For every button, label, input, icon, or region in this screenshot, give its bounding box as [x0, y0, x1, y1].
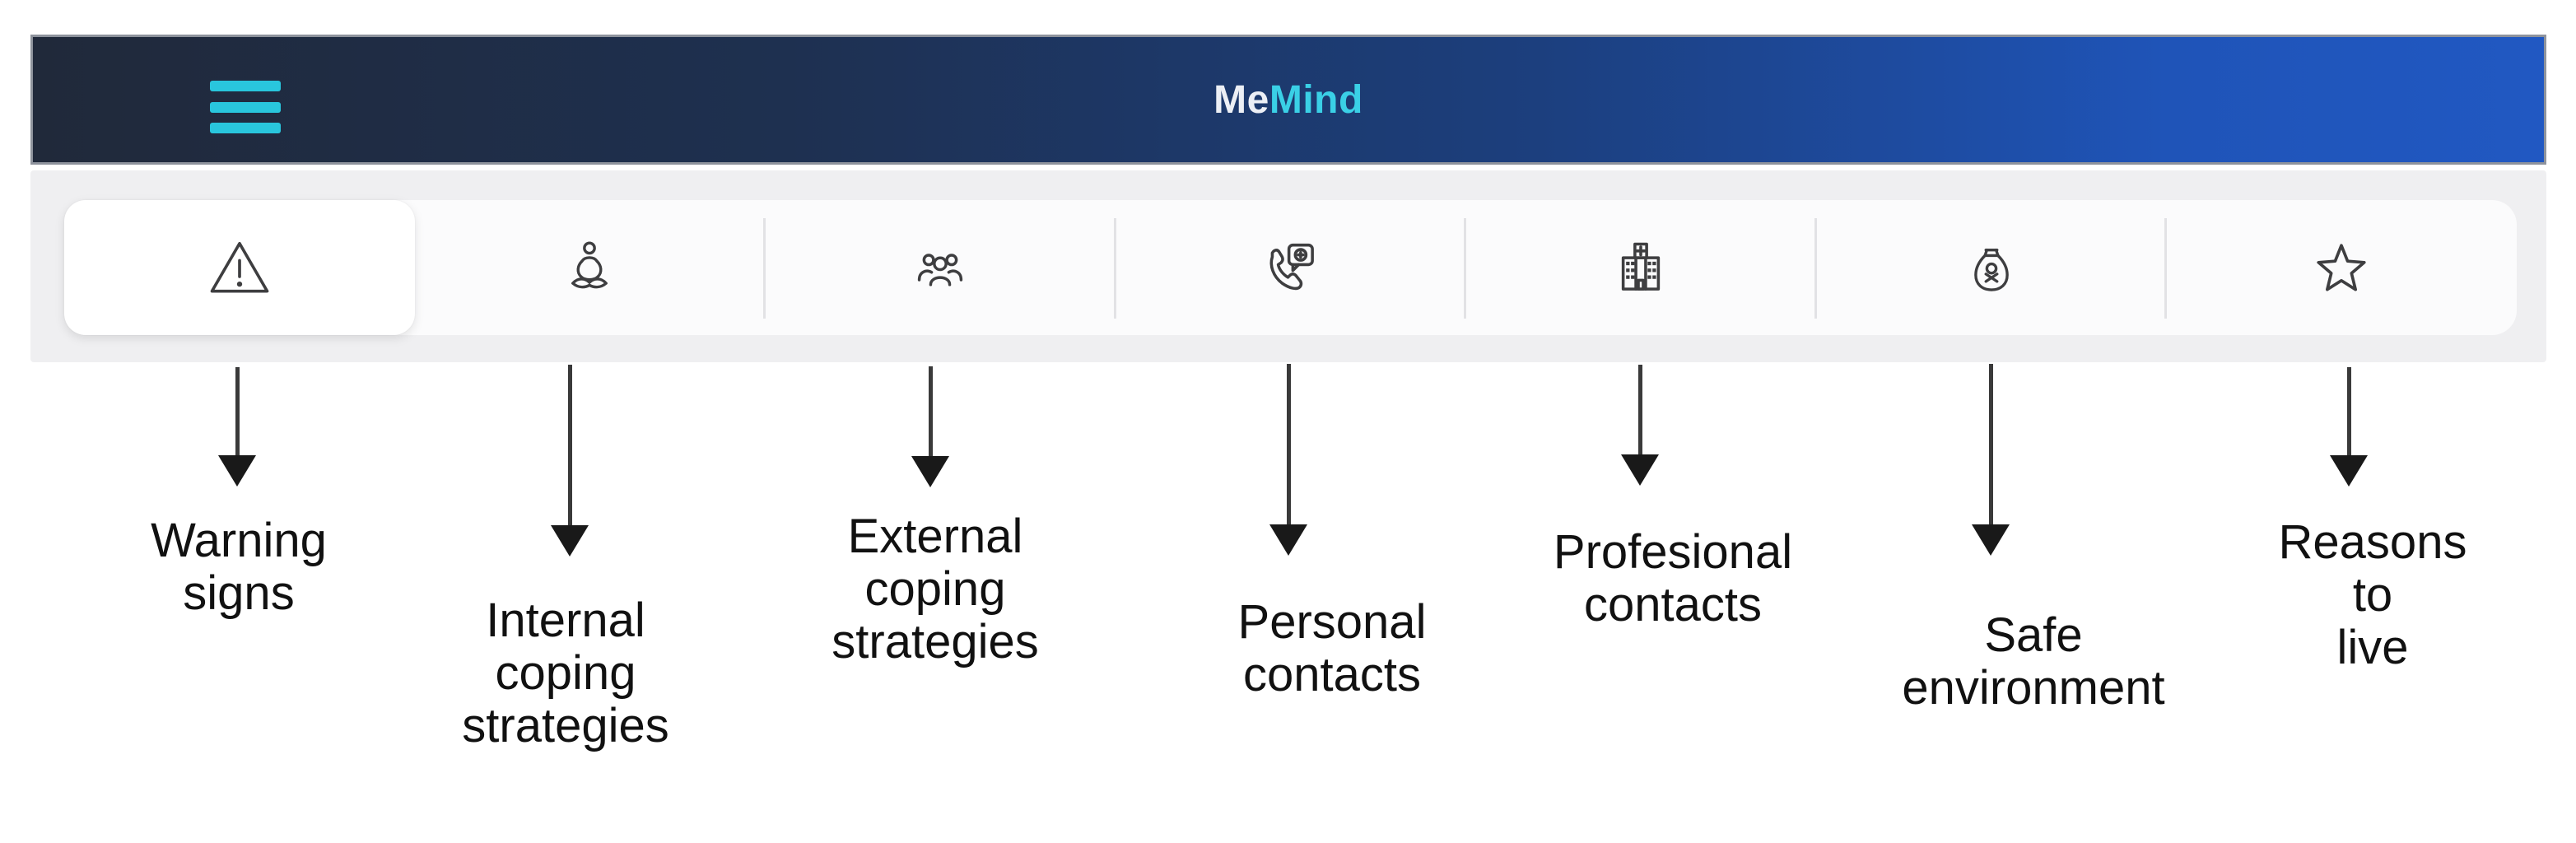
down-arrow-external-coping [911, 366, 949, 487]
people-group-icon [910, 237, 971, 298]
down-arrow-personal-contacts [1269, 364, 1307, 556]
label-personal-contacts: Personal contacts [1237, 595, 1427, 701]
tab-external-coping-strategies[interactable] [763, 200, 1116, 335]
phone-contact-icon [1260, 236, 1322, 299]
label-internal-coping: Internal coping strategies [462, 594, 669, 752]
down-arrow-warning-signs [218, 367, 256, 487]
down-arrow-safe-environment [1972, 364, 2010, 556]
tab-internal-coping-strategies[interactable] [415, 200, 766, 335]
tab-bar [30, 170, 2546, 362]
warning-triangle-icon [207, 235, 272, 300]
down-arrow-professional-contacts [1621, 365, 1659, 486]
hospital-icon [1609, 236, 1672, 299]
label-warning-signs: Warning signs [151, 514, 327, 620]
meditation-icon [560, 238, 619, 297]
label-reasons-to-live: Reasons to live [2278, 515, 2467, 674]
label-external-coping: External coping strategies [831, 510, 1039, 668]
hamburger-menu-icon[interactable] [210, 81, 281, 133]
sack-icon [1962, 238, 2021, 297]
tab-safe-environment[interactable] [1814, 200, 2167, 335]
down-arrow-internal-coping [551, 365, 589, 557]
star-icon [2309, 235, 2373, 300]
tab-row [64, 200, 2517, 335]
label-professional-contacts: Profesional contacts [1553, 525, 1793, 631]
down-arrow-reasons-to-live [2330, 367, 2368, 487]
tab-reasons-to-live[interactable] [2164, 200, 2517, 335]
tab-professional-contacts[interactable] [1464, 200, 1816, 335]
app-title-me: Me [1213, 77, 1269, 122]
app-title-mind: Mind [1269, 77, 1363, 122]
tab-personal-contacts[interactable] [1113, 200, 1466, 335]
tab-warning-signs[interactable] [64, 200, 415, 335]
label-safe-environment: Safe environment [1902, 608, 2165, 715]
